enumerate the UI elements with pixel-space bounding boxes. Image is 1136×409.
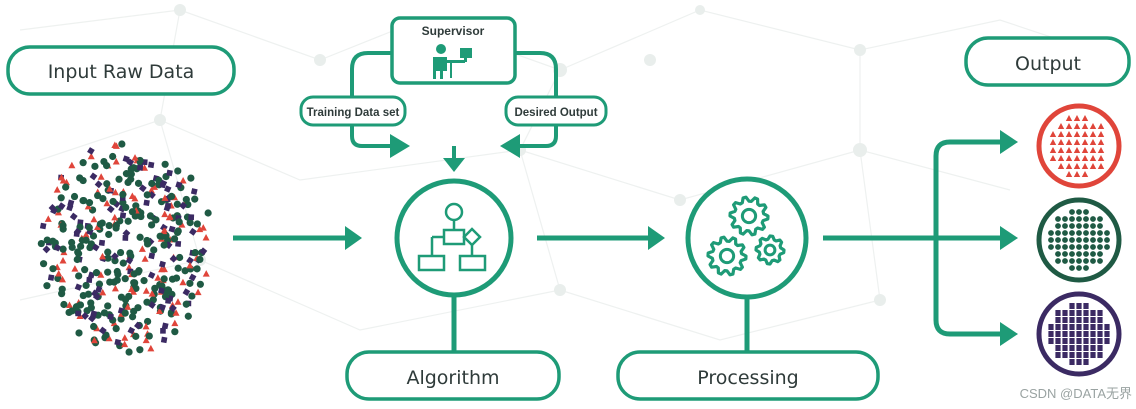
training-arrowhead bbox=[390, 134, 410, 158]
arrow-algorithm-to-processing bbox=[537, 226, 665, 250]
algorithm-label: Algorithm bbox=[406, 367, 499, 389]
processing-label: Processing bbox=[697, 367, 798, 389]
output-arrowhead-1 bbox=[1000, 130, 1018, 154]
down-arrowhead bbox=[443, 158, 465, 172]
algorithm-pill: Algorithm bbox=[345, 350, 561, 401]
training-data-set-pill: Training Data set bbox=[299, 95, 407, 127]
output-pill: Output bbox=[964, 36, 1131, 87]
gears-icon bbox=[706, 195, 786, 277]
output-label: Output bbox=[1015, 53, 1081, 75]
red-triangles-circle-icon bbox=[1036, 103, 1122, 189]
input-raw-data-pill: Input Raw Data bbox=[6, 45, 236, 96]
purple-squares-circle-icon bbox=[1036, 291, 1122, 377]
algorithm-node bbox=[394, 178, 514, 352]
supervisor-box: Supervisor bbox=[390, 16, 517, 85]
flowchart-icon bbox=[417, 202, 487, 272]
desired-output-label: Desired Output bbox=[514, 107, 597, 119]
desired-output-pill: Desired Output bbox=[504, 95, 608, 127]
raw-data-scatter bbox=[37, 140, 212, 356]
processing-node bbox=[685, 176, 809, 352]
supervisor-loop bbox=[350, 51, 558, 160]
output-branching-arrows bbox=[823, 139, 1005, 337]
processing-pill: Processing bbox=[616, 350, 880, 401]
training-data-set-label: Training Data set bbox=[307, 107, 400, 119]
green-dots-circle-icon bbox=[1036, 197, 1122, 283]
watermark: CSDN @DATA无界 bbox=[1020, 386, 1132, 401]
supervisor-label: Supervisor bbox=[422, 24, 485, 38]
input-raw-data-label: Input Raw Data bbox=[48, 61, 195, 83]
output-arrowhead-2 bbox=[1000, 226, 1018, 250]
desired-arrowhead bbox=[500, 134, 520, 158]
arrow-input-to-algorithm bbox=[233, 226, 362, 250]
output-arrowhead-3 bbox=[1000, 322, 1018, 346]
person-at-desk-icon bbox=[433, 44, 472, 79]
